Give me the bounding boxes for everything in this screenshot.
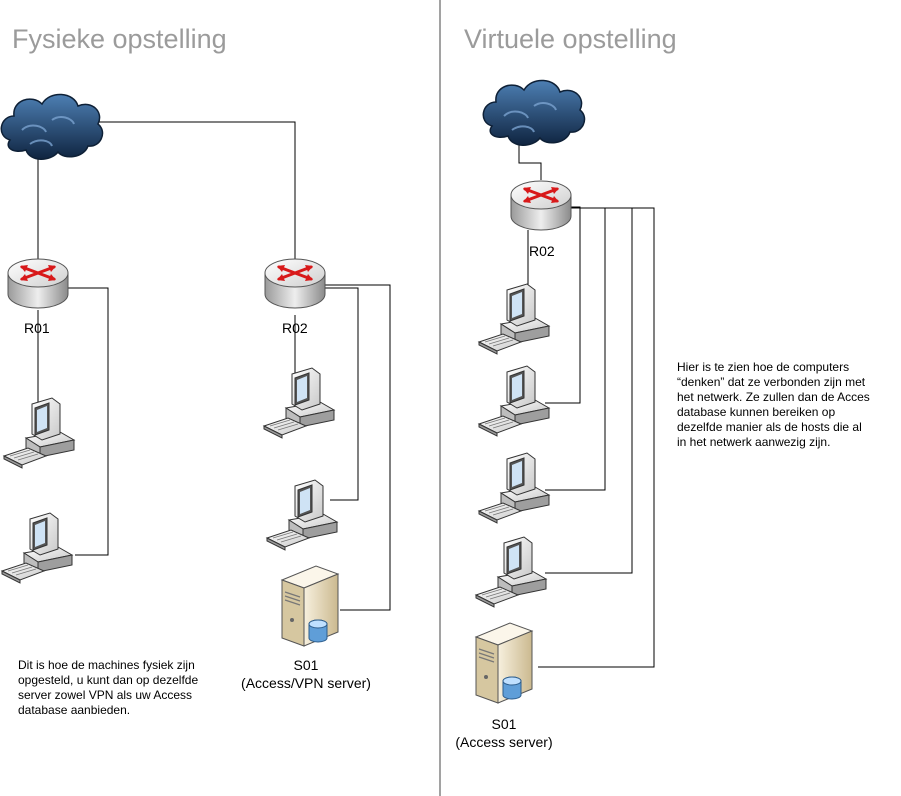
router-r02-icon	[263, 257, 327, 310]
router-r01-icon	[6, 257, 70, 310]
note-line: Hier is te zien hoe de computers	[677, 360, 850, 374]
computer-icon	[3, 397, 75, 469]
router-r02-label: R02	[529, 243, 555, 259]
computer-icon	[478, 365, 550, 437]
server-name: S01	[293, 657, 319, 673]
note-line: opgesteld, u kunt dan op dezelfde	[18, 673, 199, 687]
internet-cloud-icon	[0, 93, 104, 161]
computer-icon	[1, 512, 73, 584]
physical-connections	[37, 121, 391, 611]
computer-icon	[478, 283, 550, 355]
note-line: database kunnen bereiken op	[677, 405, 836, 419]
server-s01-label: S01 (Access server)	[448, 715, 560, 751]
virtual-note: Hier is te zien hoe de computers “denken…	[677, 360, 870, 450]
note-line: dezelfde manier als de hosts die al	[677, 420, 862, 434]
virtual-setup-title: Virtuele opstelling	[464, 24, 677, 54]
computer-icon	[266, 479, 338, 551]
note-line: database aanbieden.	[18, 703, 131, 717]
router-r02-icon	[509, 179, 573, 232]
router-r01-label: R01	[24, 320, 50, 336]
computer-icon	[478, 452, 550, 524]
server-s01-label: S01 (Access/VPN server)	[230, 656, 382, 692]
virtual-connections	[518, 140, 655, 668]
server-role: (Access/VPN server)	[241, 675, 371, 691]
physical-note: Dit is hoe de machines fysiek zijn opges…	[18, 658, 198, 718]
server-name: S01	[491, 716, 517, 732]
internet-cloud-icon	[482, 79, 586, 147]
note-line: het netwerk. Ze zullen dan de Acces	[677, 390, 870, 404]
computer-icon	[475, 536, 547, 608]
router-r02-label: R02	[282, 320, 308, 336]
note-line: “denken” dat ze verbonden zijn met	[677, 375, 866, 389]
physical-setup-title: Fysieke opstelling	[12, 24, 227, 54]
note-line: in het netwerk aanwezig zijn.	[677, 435, 831, 449]
server-s01-icon	[281, 565, 339, 647]
note-line: server zowel VPN als uw Access	[18, 688, 193, 702]
server-role: (Access server)	[455, 734, 553, 750]
note-line: Dit is hoe de machines fysiek zijn	[18, 658, 195, 672]
computer-icon	[263, 367, 335, 439]
server-s01-icon	[475, 622, 533, 704]
